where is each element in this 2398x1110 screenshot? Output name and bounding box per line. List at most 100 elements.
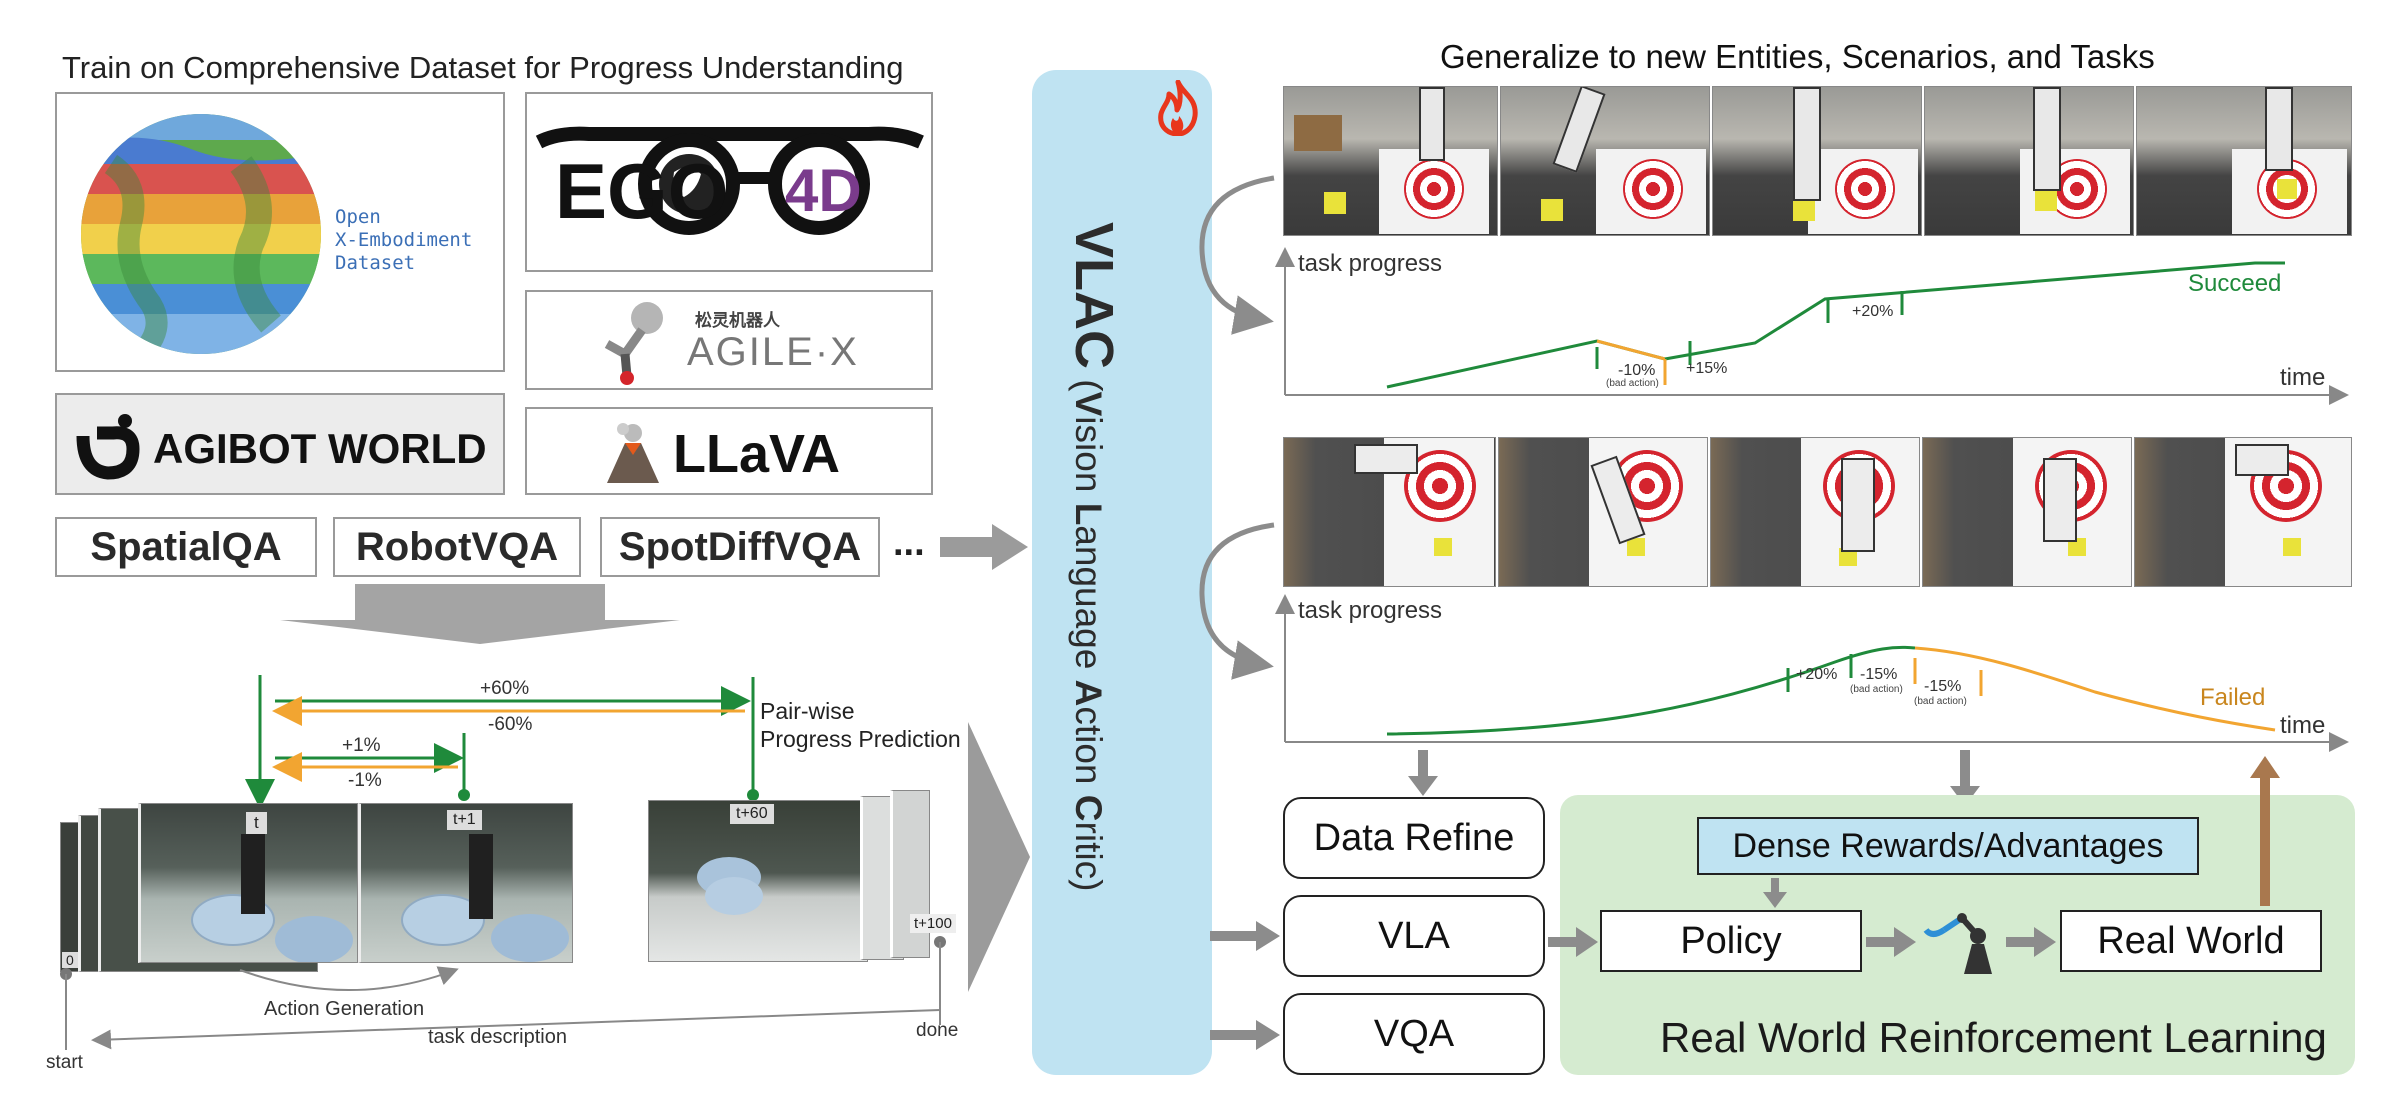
oxe-label-line3: Dataset — [335, 252, 416, 274]
plot2-xlabel: time — [2280, 712, 2326, 739]
real-world-box: Real World — [2060, 910, 2322, 972]
right-title: Generalize to new Entities, Scenarios, a… — [1440, 38, 2155, 75]
vlac-to-vqa-arrow — [1210, 1020, 1280, 1050]
trajectory-frame-t — [138, 803, 358, 963]
plot1-bad-action: (bad action) — [1606, 378, 1659, 389]
vlac-title: VLAC (Vision Language Action Critic) — [1063, 222, 1125, 891]
realworld-feedback-arrow — [2250, 756, 2280, 906]
vla-box: VLA — [1283, 895, 1545, 977]
failure-frame-1 — [1283, 437, 1496, 587]
success-frame-5 — [2136, 86, 2352, 236]
frame-label-0: 0 — [62, 952, 78, 968]
data-refine-box: Data Refine — [1283, 797, 1545, 879]
vlac-to-vla-arrow — [1210, 921, 1280, 951]
plot2-outcome: Failed — [2200, 684, 2266, 711]
ego4d-box: EGO 4D — [525, 92, 933, 272]
vlac-l: L — [1068, 502, 1109, 526]
failure-frame-2 — [1498, 437, 1708, 587]
pairwise-label-line2: Progress Prediction — [760, 726, 961, 752]
vlac-to-plots-arrows — [1199, 175, 1275, 680]
plot1-plus15: +15% — [1686, 360, 1728, 377]
vlac-a: A — [1068, 679, 1109, 707]
success-frame-4 — [1924, 86, 2134, 236]
success-frame-2 — [1500, 86, 1710, 236]
agibot-logo-icon — [76, 414, 140, 480]
robot-arm-icon — [1923, 913, 1992, 974]
pair-plus60-label: +60% — [480, 678, 530, 699]
frame-label-t100-text: t+100 — [914, 915, 952, 932]
vlac-v: V — [1068, 391, 1109, 417]
plot2-bad-action-b: (bad action) — [1914, 696, 1967, 707]
ego-text: EGO — [555, 147, 729, 235]
pairwise-progress-diagram — [245, 675, 759, 809]
rewards-to-policy-arrow — [1763, 878, 1787, 908]
rl-title: Real World Reinforcement Learning — [1660, 1014, 2327, 1061]
policy-box: Policy — [1600, 910, 1862, 972]
vlac-close: ) — [1068, 879, 1109, 892]
frame-label-t60: t+60 — [730, 804, 774, 824]
failure-frame-4 — [1922, 437, 2132, 587]
trajectory-bottom-arrows — [60, 936, 946, 1050]
plot2-ylabel: task progress — [1298, 597, 1443, 624]
pair-minus1-label: -1% — [348, 770, 382, 791]
pair-plus1-label: +1% — [342, 735, 381, 756]
dataset-robotvqa: RobotVQA — [333, 517, 581, 577]
datasets-down-arrow — [280, 584, 680, 644]
pair-minus60-label: -60% — [488, 714, 533, 735]
vlac-anguage: anguage — [1068, 525, 1109, 680]
failure-frame-5 — [2134, 437, 2352, 587]
4d-text: 4D — [785, 157, 862, 224]
robot-to-realworld-arrow — [2006, 927, 2056, 957]
volcano-icon — [607, 423, 659, 483]
refine-down-arrow — [1408, 750, 1438, 796]
plot1-minus10: -10% — [1618, 362, 1656, 379]
agilex-box: 松灵机器人 AGILE·X — [525, 290, 933, 390]
agilex-text: AGILE·X — [687, 330, 859, 374]
pairwise-label-line1: Pair-wise — [760, 698, 855, 724]
frame-label-t: t — [246, 812, 267, 834]
success-frame-1 — [1283, 86, 1498, 236]
plot2-minus15b: -15% — [1924, 678, 1962, 695]
policy-to-robot-arrow — [1866, 927, 1916, 957]
success-frame-3 — [1712, 86, 1922, 236]
trajectory-to-vlac-arrow — [968, 722, 1030, 992]
failure-frame-3 — [1710, 437, 1920, 587]
plot1-xlabel: time — [2280, 364, 2326, 391]
oxe-label-line1: Open — [335, 206, 381, 228]
start-label: start — [46, 1052, 83, 1073]
datasets-ellipsis: ... — [893, 522, 925, 564]
fire-icon — [1158, 80, 1198, 136]
agibot-box: AGIBOT WORLD — [55, 393, 505, 495]
frame-label-t1-text: t+1 — [453, 811, 476, 828]
vqa-box: VQA — [1283, 993, 1545, 1075]
frame-label-t100: t+100 — [910, 914, 956, 933]
globe-icon — [81, 114, 321, 354]
vlac-c: C — [1068, 794, 1109, 822]
oxe-label-line2: X-Embodiment — [335, 229, 473, 251]
llava-text: LLaVA — [673, 424, 841, 484]
plot2-minus15a: -15% — [1860, 666, 1898, 683]
vlac-open: ( — [1068, 369, 1109, 392]
vlac-ction: ction — [1068, 706, 1109, 795]
dense-rewards-box: Dense Rewards/Advantages — [1697, 817, 2199, 875]
agilex-logo-icon — [604, 302, 663, 385]
trajectory-frame-t60 — [648, 800, 868, 962]
frame-label-t60-text: t+60 — [736, 805, 768, 822]
vla-to-policy-arrow — [1548, 927, 1598, 957]
frame-label-t1: t+1 — [447, 810, 482, 830]
frame-label-0-text: 0 — [66, 952, 74, 968]
action-generation-label: Action Generation — [264, 998, 425, 1020]
vlac-ision: ision — [1068, 416, 1109, 503]
vlac-ritic: ritic — [1068, 821, 1109, 880]
plot2-plus20: +20% — [1796, 666, 1838, 683]
vlac-big: VLAC — [1064, 222, 1124, 369]
success-progress-plot — [1275, 247, 2349, 405]
plot2-bad-action-a: (bad action) — [1850, 684, 1903, 695]
plot1-outcome: Succeed — [2188, 270, 2282, 297]
plot1-ylabel: task progress — [1298, 250, 1443, 277]
frame-label-t-text: t — [254, 813, 259, 832]
llava-box: LLaVA — [525, 407, 933, 495]
dataset-spotdiffvqa: SpotDiffVQA — [600, 517, 880, 577]
plot1-plus20: +20% — [1852, 303, 1894, 320]
agilex-cn-text: 松灵机器人 — [695, 311, 780, 330]
